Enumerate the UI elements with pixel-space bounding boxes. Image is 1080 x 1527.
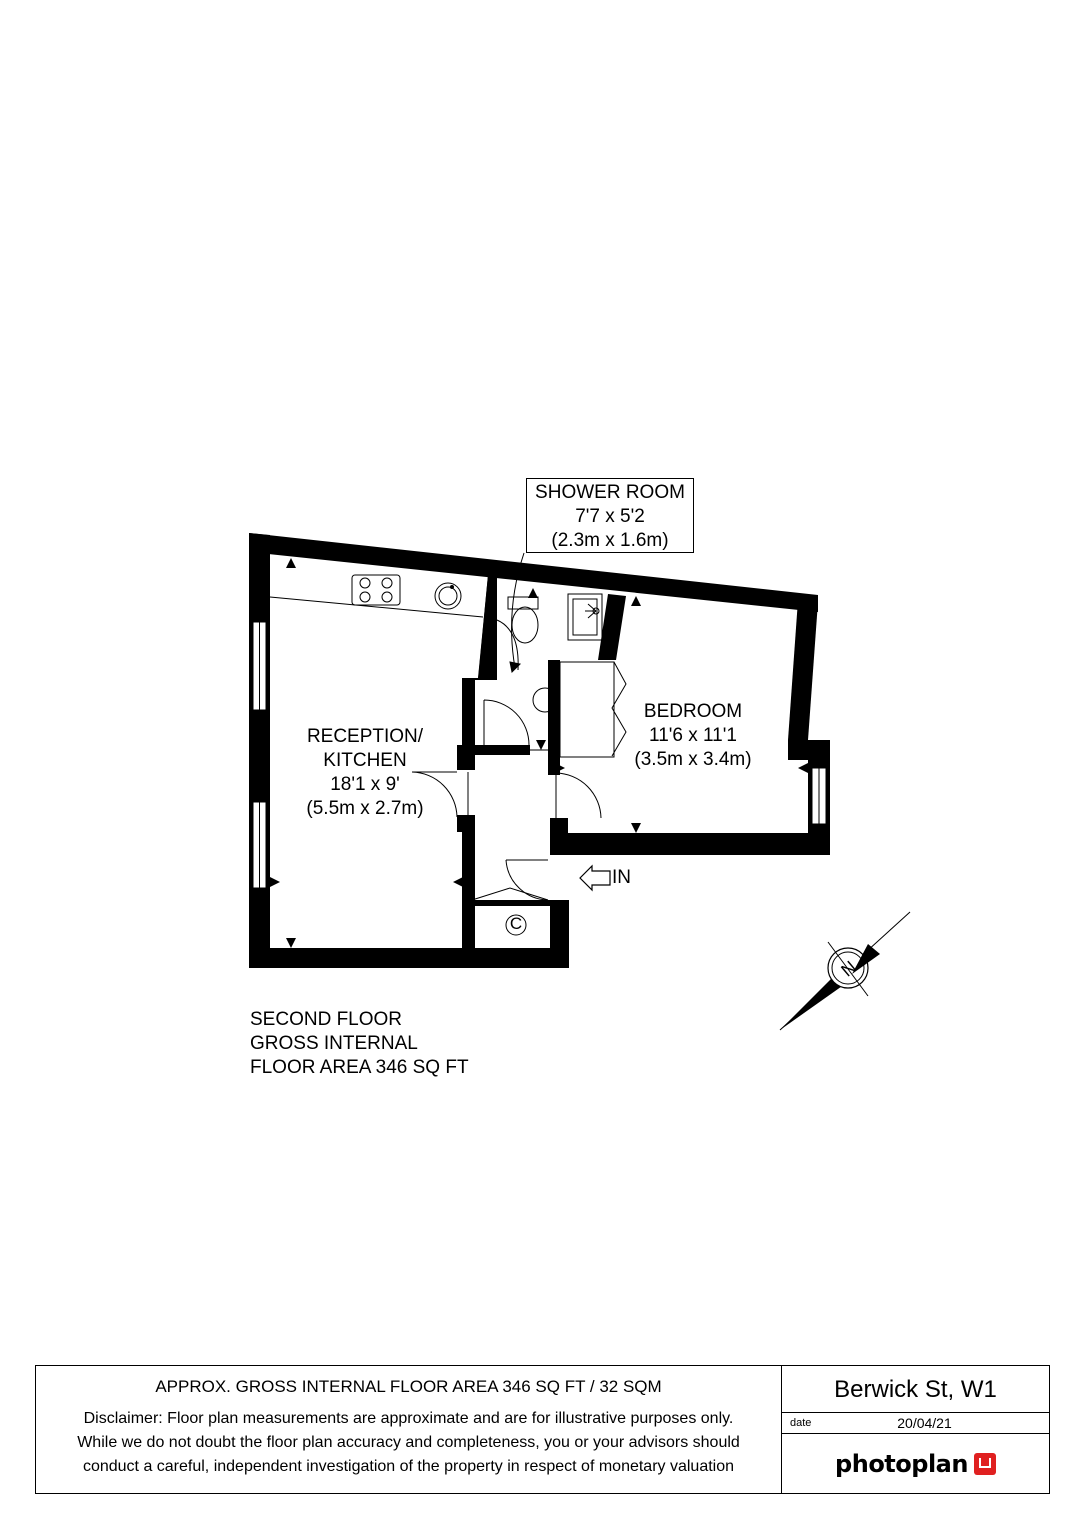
shower-room-label-box: SHOWER ROOM 7'7 x 5'2 (2.3m x 1.6m) xyxy=(526,478,694,553)
logo-mark-icon xyxy=(973,1452,996,1475)
shower-room-name: SHOWER ROOM xyxy=(535,482,685,503)
doors xyxy=(411,749,602,901)
sink-icon xyxy=(434,582,462,610)
property-address: Berwick St, W1 xyxy=(782,1366,1049,1413)
boiler-icon xyxy=(532,687,558,713)
bedroom-name: BEDROOM xyxy=(643,701,743,722)
reception-name-line1: RECEPTION/ xyxy=(306,726,424,747)
wall-top xyxy=(249,533,818,612)
floor-info-line1: SECOND FLOOR xyxy=(250,1009,403,1030)
compass-north-arrow-icon: N xyxy=(779,911,911,1031)
wardrobe-icon xyxy=(559,661,615,758)
wall-hall-right-upper xyxy=(550,818,568,855)
walls xyxy=(249,533,830,968)
wall-hall-right xyxy=(550,900,569,968)
reception-metric: (5.5m x 2.7m) xyxy=(306,798,424,819)
reception-imperial: 18'1 x 9' xyxy=(330,774,400,795)
disclaimer-line2: While we do not doubt the floor plan acc… xyxy=(77,1434,740,1451)
cupboard-circle-icon xyxy=(505,914,527,936)
gross-area-text: APPROX. GROSS INTERNAL FLOOR AREA 346 SQ… xyxy=(155,1377,662,1396)
door-entrance xyxy=(505,859,549,901)
cupboard-label: C xyxy=(509,914,523,933)
shower-fixtures xyxy=(483,552,627,758)
wall-bottom xyxy=(249,948,569,968)
disclaimer-line1: Disclaimer: Floor plan measurements are … xyxy=(83,1410,734,1427)
disclaimer: Disclaimer: Floor plan measurements are … xyxy=(36,1407,781,1479)
floor-info-line3: FLOOR AREA 346 SQ FT xyxy=(250,1057,469,1078)
shower-room-metric: (2.3m x 1.6m) xyxy=(551,530,669,551)
floor-info: SECOND FLOOR GROSS INTERNAL FLOOR AREA 3… xyxy=(250,1008,469,1080)
wall-left xyxy=(249,533,270,968)
wc-cistern-icon xyxy=(507,596,539,610)
title-block: APPROX. GROSS INTERNAL FLOOR AREA 346 SQ… xyxy=(35,1365,1050,1494)
photoplan-logo: photoplan xyxy=(782,1434,1049,1493)
logo-text: photoplan xyxy=(835,1449,968,1478)
title-block-right: Berwick St, W1 date 20/04/21 photoplan xyxy=(782,1366,1049,1493)
door-cupboard xyxy=(471,887,549,901)
date-row: date 20/04/21 xyxy=(782,1413,1049,1434)
shower-room-imperial: 7'7 x 5'2 xyxy=(575,506,645,527)
kitchen-units xyxy=(269,574,484,618)
entrance-arrow-icon xyxy=(579,864,611,892)
door-bedroom xyxy=(555,772,602,819)
reception-label: RECEPTION/ KITCHEN 18'1 x 9' (5.5m x 2.7… xyxy=(290,725,440,821)
hob-icon xyxy=(351,574,401,606)
floor-info-line2: GROSS INTERNAL xyxy=(250,1033,418,1054)
windows xyxy=(252,621,827,889)
disclaimer-line3: conduct a careful, independent investiga… xyxy=(82,1458,735,1475)
wall-shower-right xyxy=(598,594,626,660)
shower-tray-icon xyxy=(567,593,603,641)
door-reception xyxy=(411,771,458,818)
bedroom-label: BEDROOM 11'6 x 11'1 (3.5m x 3.4m) xyxy=(618,700,768,772)
wall-cupboard-top xyxy=(472,900,550,906)
entrance-label: IN xyxy=(612,867,631,888)
wall-reception-right-mid xyxy=(457,745,475,770)
reception-name-line2: KITCHEN xyxy=(323,750,407,771)
bedroom-imperial: 11'6 x 11'1 xyxy=(649,725,737,746)
bedroom-metric: (3.5m x 3.4m) xyxy=(634,749,752,770)
wc-icon xyxy=(511,606,539,644)
wall-bedroom-bottom xyxy=(552,833,830,855)
dimension-markers xyxy=(270,558,808,948)
date-value: 20/04/21 xyxy=(897,1415,952,1431)
wall-right xyxy=(788,600,818,740)
date-caption: date xyxy=(790,1417,812,1429)
wall-reception-right-lower xyxy=(457,815,475,948)
title-block-left: APPROX. GROSS INTERNAL FLOOR AREA 346 SQ… xyxy=(36,1366,782,1493)
wall-shower-partition xyxy=(548,660,560,760)
wall-shower-left xyxy=(478,575,497,680)
